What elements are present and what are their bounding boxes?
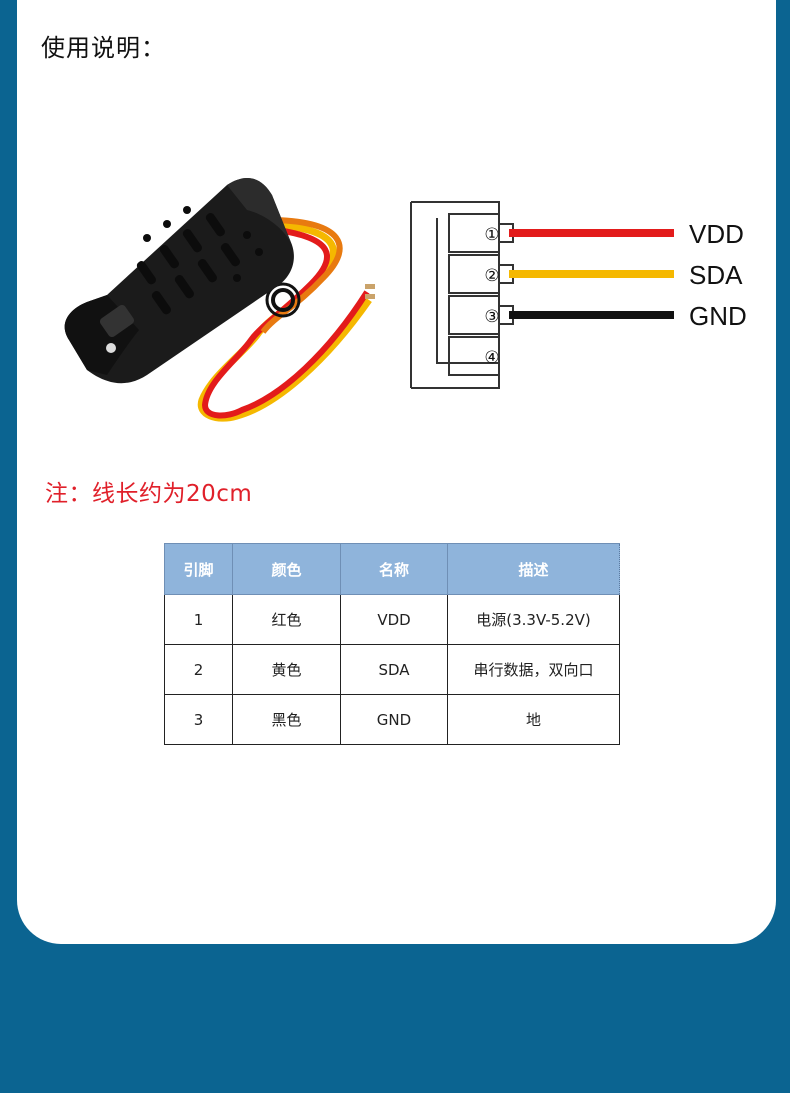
pin-4-label: ④ xyxy=(484,348,499,368)
table-row: 3 黑色 GND 地 xyxy=(164,694,620,745)
header-pin: 引脚 xyxy=(164,543,233,595)
pin-3-label: ③ xyxy=(484,307,499,327)
table-row: 2 黄色 SDA 串行数据，双向口 xyxy=(164,644,620,695)
cell-name: GND xyxy=(340,694,448,745)
table-header-row: 引脚 颜色 名称 描述 xyxy=(164,543,620,595)
wire-length-note: 注：线长约为20cm xyxy=(45,481,253,507)
pin-spec-table: 引脚 颜色 名称 描述 1 红色 VDD 电源(3.3V-5.2V) 2 黄色 … xyxy=(164,543,620,745)
header-name: 名称 xyxy=(340,543,448,595)
cell-pin: 1 xyxy=(164,594,233,645)
vdd-label: VDD xyxy=(689,219,744,249)
table-row: 1 红色 VDD 电源(3.3V-5.2V) xyxy=(164,594,620,645)
header-description: 描述 xyxy=(447,543,620,595)
cell-description: 电源(3.3V-5.2V) xyxy=(447,594,620,645)
cell-color: 红色 xyxy=(232,594,341,645)
header-color: 颜色 xyxy=(232,543,341,595)
sda-label: SDA xyxy=(689,260,743,290)
sensor-product-image xyxy=(64,177,375,422)
pin-1-label: ① xyxy=(484,225,499,245)
cell-description: 串行数据，双向口 xyxy=(447,644,620,695)
cell-pin: 3 xyxy=(164,694,233,745)
cell-name: VDD xyxy=(340,594,448,645)
cell-description: 地 xyxy=(447,694,620,745)
cell-pin: 2 xyxy=(164,644,233,695)
section-heading: 使用说明： xyxy=(41,34,166,62)
pin-2-label: ② xyxy=(484,266,499,286)
cell-color: 黑色 xyxy=(232,694,341,745)
pinout-diagram: ① ② ③ ④ VDD SDA GND xyxy=(410,201,747,389)
content-card: 使用说明： xyxy=(17,0,776,944)
cell-color: 黄色 xyxy=(232,644,341,695)
gnd-label: GND xyxy=(689,301,747,331)
cell-name: SDA xyxy=(340,644,448,695)
